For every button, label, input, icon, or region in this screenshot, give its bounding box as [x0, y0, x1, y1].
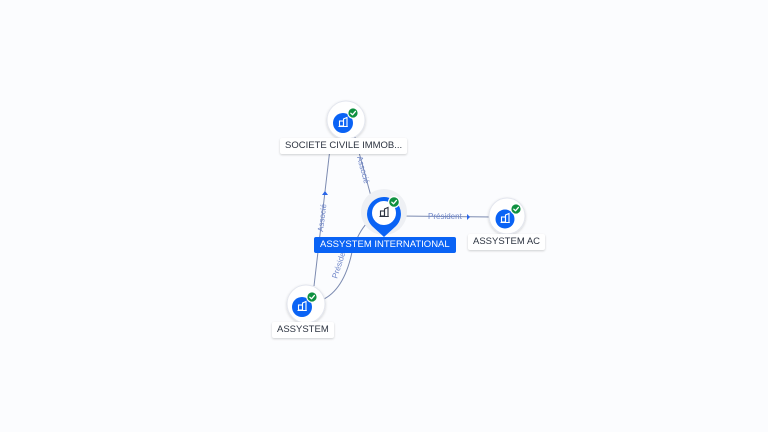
edge-assystem-sci[interactable]: [313, 139, 332, 287]
edge-central-ac[interactable]: [399, 215, 493, 218]
edge-arrow-assystem-sci: [322, 191, 328, 195]
verified-check-icon: [510, 203, 522, 215]
edge-label-central-sci: Associé: [355, 155, 371, 185]
verified-check-icon: [388, 196, 401, 209]
node-assystem[interactable]: [286, 284, 326, 324]
verified-check-icon: [306, 291, 318, 303]
node-label-assystem-international[interactable]: ASSYSTEM INTERNATIONAL: [314, 237, 456, 253]
node-assystem-ac[interactable]: [488, 197, 526, 235]
node-assystem-international[interactable]: [361, 189, 407, 237]
building-icon: [338, 116, 348, 128]
node-label-assystem-ac[interactable]: ASSYSTEM AC: [468, 234, 546, 250]
edge-assystem-central[interactable]: [321, 221, 369, 301]
node-label-assystem[interactable]: ASSYSTEM: [272, 322, 334, 338]
node-label-societe-civile[interactable]: SOCIETE CIVILE IMMOB...: [280, 138, 408, 154]
building-icon: [500, 212, 510, 224]
verified-check-icon: [347, 107, 359, 119]
edge-label-central-ac: Président: [428, 212, 463, 221]
building-icon: [379, 206, 389, 218]
building-icon: [297, 300, 307, 312]
edge-label-assystem-sci: Associé: [316, 203, 328, 232]
edge-arrow-central-ac: [467, 214, 470, 220]
node-societe-civile[interactable]: [326, 100, 366, 140]
